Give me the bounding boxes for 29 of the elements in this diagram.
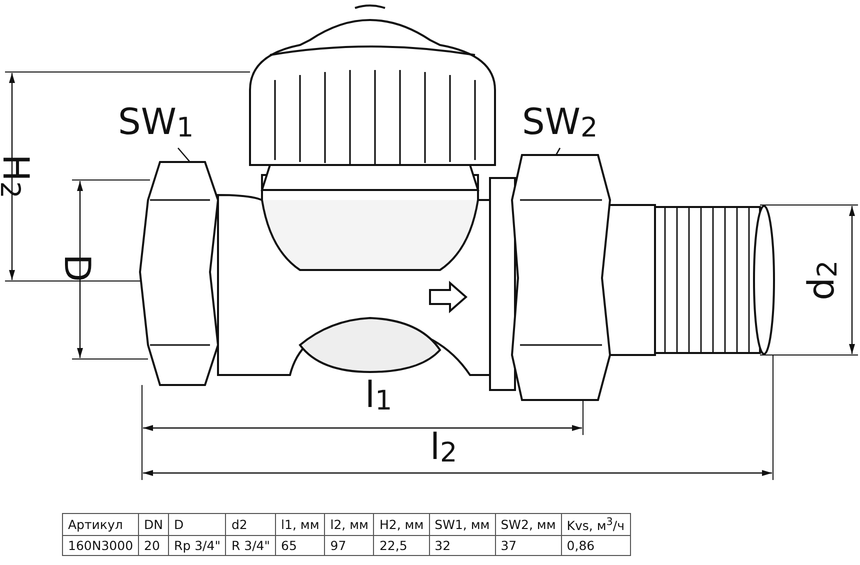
table-header-cell: l1, мм	[276, 514, 325, 536]
table-header-cell: Артикул	[62, 514, 139, 536]
table-header-cell: Kvs, м$^{3}$/ч	[561, 514, 630, 536]
table-cell: 32	[429, 536, 496, 556]
table-header-cell: D	[168, 514, 226, 536]
table-cell: 22,5	[374, 536, 430, 556]
table-cell: 20	[138, 536, 169, 556]
table-header-cell: SW2, мм	[495, 514, 562, 536]
table-cell: 160N3000	[62, 536, 139, 556]
table-cell: 0,86	[561, 536, 630, 556]
table-header-cell: H2, мм	[374, 514, 430, 536]
dimension-label: D	[58, 254, 94, 282]
table-cell: 65	[276, 536, 325, 556]
part-label: SW$_{2}$	[522, 105, 598, 142]
leader-line	[178, 148, 190, 162]
table-cell: R 3/4"	[226, 536, 276, 556]
leader-line	[555, 148, 561, 156]
table-cell: 97	[324, 536, 374, 556]
hex-nut	[139, 161, 220, 386]
table-header-cell: DN	[138, 514, 169, 536]
table-cell: 37	[495, 536, 562, 556]
part-label: SW$_{1}$	[118, 105, 194, 142]
dimension-label: l$_{1}$	[365, 378, 392, 415]
hex-nut	[511, 154, 612, 401]
dimension-label: l$_{2}$	[430, 430, 458, 467]
table-header-cell: d2	[226, 514, 276, 536]
table-header-cell: SW1, мм	[429, 514, 496, 536]
table-cell: Rp 3/4"	[168, 536, 226, 556]
table-header-cell: l2, мм	[324, 514, 374, 536]
